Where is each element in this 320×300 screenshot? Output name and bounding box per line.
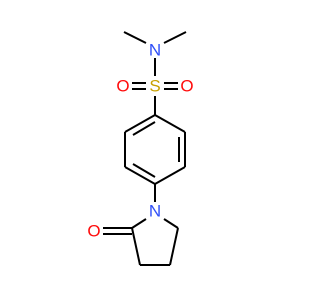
- ring-bond-1: [154, 114, 186, 133]
- ring-bond-3: [154, 166, 186, 185]
- atom-oxygen-right: O: [180, 77, 193, 96]
- ring-inner-bond-lower-left: [132, 163, 156, 178]
- atom-sulfur: S: [149, 77, 160, 96]
- ring-bond-6: [124, 114, 156, 133]
- bond-methyl-left: [123, 31, 147, 44]
- ring-inner-bond-upper-left: [132, 121, 156, 136]
- lactam-bond-c2-n: [131, 218, 147, 229]
- atom-oxygen-left: O: [116, 77, 129, 96]
- ring-bond-4: [124, 166, 156, 185]
- atom-n-amine: N: [149, 41, 161, 60]
- lactam-bond-c5-c4: [169, 227, 179, 266]
- lactam-bond-c3-c2: [131, 227, 141, 266]
- atom-n-ring: N: [149, 202, 161, 221]
- bond-methyl-right: [163, 31, 187, 44]
- lactam-bond-n-c5: [163, 218, 179, 229]
- atom-oxygen-carbonyl: O: [87, 222, 100, 241]
- molecule-structure: N S O O N O: [87, 31, 194, 266]
